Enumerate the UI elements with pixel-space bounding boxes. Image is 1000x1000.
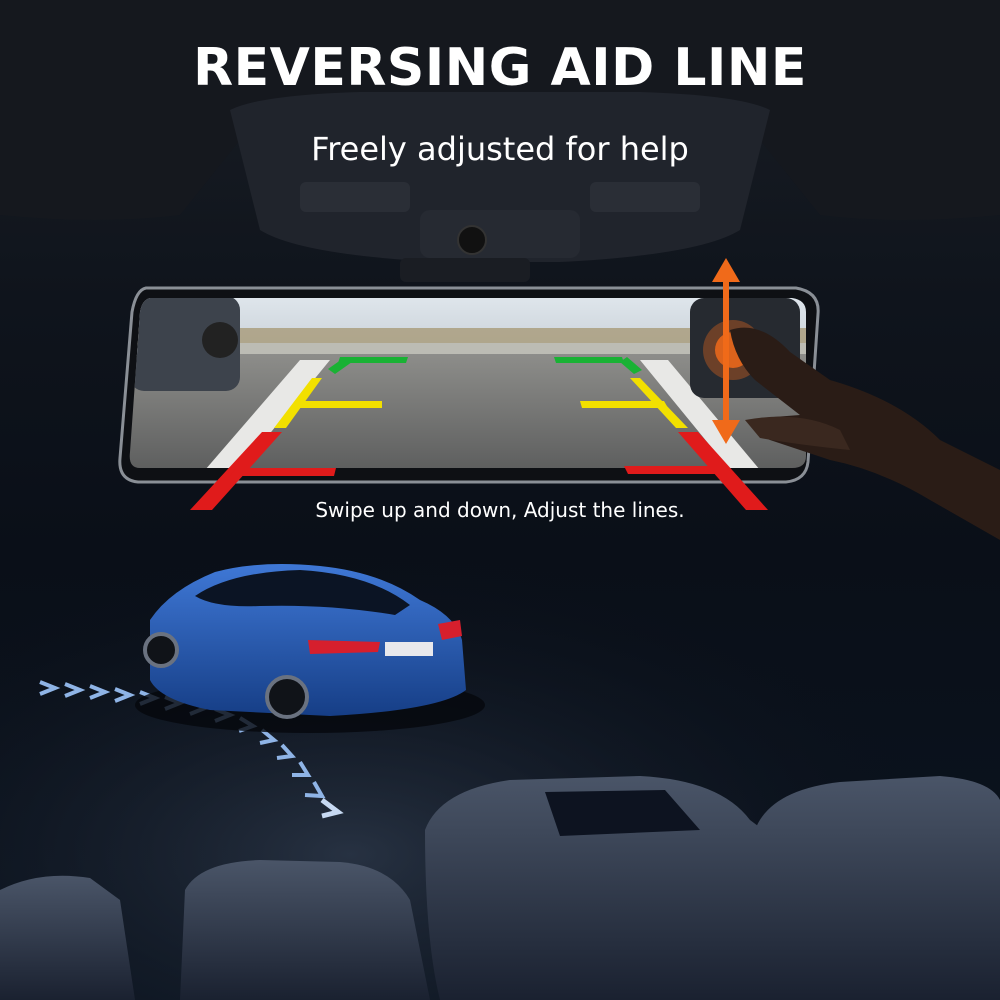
guide-line-mid-left-tick: [292, 401, 382, 408]
finger-hand: [730, 327, 1000, 540]
wheel-rear: [265, 675, 309, 719]
parked-cars-foreground: [0, 776, 1000, 1000]
guide-line-mid-right-tick: [580, 401, 668, 408]
dome-light-left: [300, 182, 410, 212]
car-ceiling: [0, 0, 1000, 282]
page-title: REVERSING AID LINE: [193, 38, 807, 98]
mirror-screen: [129, 298, 806, 468]
tail-light-right: [438, 620, 462, 640]
license-plate: [385, 642, 433, 656]
car-windows: [195, 570, 410, 615]
mirror-mount: [400, 258, 530, 282]
parked-car-left: [130, 298, 240, 391]
parked-car-4: [755, 776, 1000, 1000]
parked-car-3: [425, 776, 842, 1000]
rearview-mirror: [118, 286, 820, 484]
parked-car-1: [0, 875, 135, 1000]
guide-line-far-left: [328, 357, 352, 374]
parking-line-right: [640, 360, 760, 468]
dome-light-right: [590, 182, 700, 212]
guide-line-near-right-tick: [624, 466, 732, 474]
parking-line-left: [205, 360, 330, 468]
guide-line-near-left-tick: [230, 468, 336, 476]
guide-line-far-right: [620, 357, 642, 374]
guide-line-far-right-tick: [554, 357, 624, 363]
hero-blue-car: [135, 564, 485, 733]
page-subtitle: Freely adjusted for help: [311, 130, 689, 168]
guide-line-far-left-tick: [338, 357, 408, 363]
parked-car-3-roof-glass: [545, 790, 700, 836]
wheel-front: [143, 632, 179, 668]
tail-light-left: [308, 640, 380, 654]
reversing-guide-lines: [190, 357, 768, 510]
mirror-caption: Swipe up and down, Adjust the lines.: [315, 498, 685, 522]
parked-car-2: [180, 860, 430, 1000]
